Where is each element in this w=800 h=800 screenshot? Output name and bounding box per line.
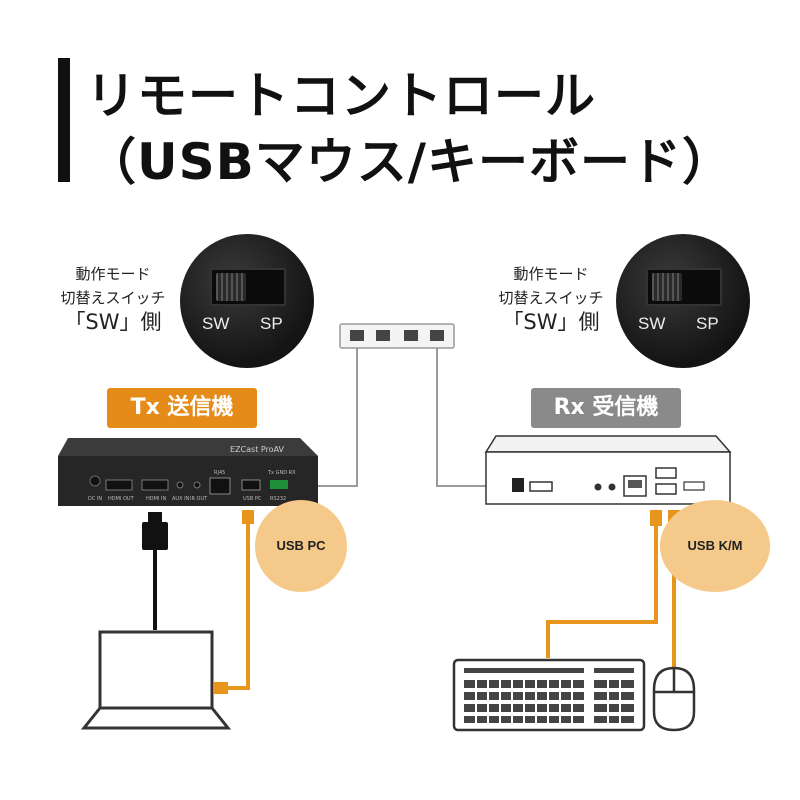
tx-port-label: IR OUT bbox=[190, 496, 208, 502]
rx-switch-label-sp: SP bbox=[696, 314, 719, 333]
page-title-line2: （USBマウス/キーボード） bbox=[86, 133, 733, 191]
usb-pc-cable bbox=[214, 510, 254, 694]
mouse-icon bbox=[652, 666, 696, 732]
page-title-line1: リモートコントロール bbox=[86, 67, 596, 125]
tx-port-label: HDMI OUT bbox=[108, 496, 135, 502]
usb-pc-label: USB PC bbox=[255, 500, 347, 592]
tx-switch-closeup: SW SP bbox=[180, 234, 314, 368]
tx-port-label: AUX IN bbox=[172, 496, 190, 502]
hdmi-cable-icon bbox=[142, 512, 168, 630]
usb-km-label: USB K/M bbox=[660, 500, 770, 592]
tx-switch-caption: 動作モード 切替えスイッチ 「SW」側 bbox=[48, 262, 178, 334]
tx-port-label: RJ45 bbox=[214, 470, 225, 476]
rx-badge: Rx 受信機 bbox=[531, 388, 681, 428]
tx-port-label: DC IN bbox=[88, 496, 102, 502]
tx-badge: Tx 送信機 bbox=[107, 388, 257, 428]
tx-brand-text: EZCast ProAV bbox=[230, 445, 285, 454]
rx-mode-switch bbox=[646, 268, 722, 306]
tx-switch-knob bbox=[216, 273, 246, 301]
network-switch-icon bbox=[339, 323, 455, 349]
tx-port-label: USB PC bbox=[243, 496, 262, 502]
laptop-icon bbox=[80, 630, 232, 730]
network-cables bbox=[318, 348, 486, 487]
tx-switch-caption-line1: 動作モード bbox=[75, 265, 151, 283]
rx-switch-caption: 動作モード 切替えスイッチ 「SW」側 bbox=[486, 262, 616, 334]
tx-switch-label-sw: SW bbox=[202, 314, 230, 333]
tx-port-labels: DC IN HDMI OUT HDMI IN AUX IN IR OUT RJ4… bbox=[88, 470, 296, 502]
tx-switch-caption-line2: 切替えスイッチ bbox=[60, 289, 166, 307]
keyboard-icon bbox=[452, 658, 646, 732]
rx-device bbox=[484, 435, 732, 505]
tx-port-label: Tx GND RX bbox=[267, 470, 296, 476]
rx-switch-label-sw: SW bbox=[638, 314, 666, 333]
tx-port-label: RS232 bbox=[270, 496, 286, 502]
tx-port-label: HDMI IN bbox=[146, 496, 166, 502]
tx-switch-caption-line3: 「SW」側 bbox=[64, 310, 162, 334]
rx-switch-caption-line1: 動作モード bbox=[513, 265, 589, 283]
rx-switch-closeup: SW SP bbox=[616, 234, 750, 368]
rx-switch-caption-line3: 「SW」側 bbox=[502, 310, 600, 334]
tx-mode-switch bbox=[210, 268, 286, 306]
rx-switch-caption-line2: 切替えスイッチ bbox=[498, 289, 604, 307]
tx-switch-label-sp: SP bbox=[260, 314, 283, 333]
usb-km-cables bbox=[546, 510, 680, 670]
tx-device bbox=[58, 438, 318, 506]
title-accent-bar bbox=[58, 58, 70, 182]
rx-switch-knob bbox=[652, 273, 682, 301]
